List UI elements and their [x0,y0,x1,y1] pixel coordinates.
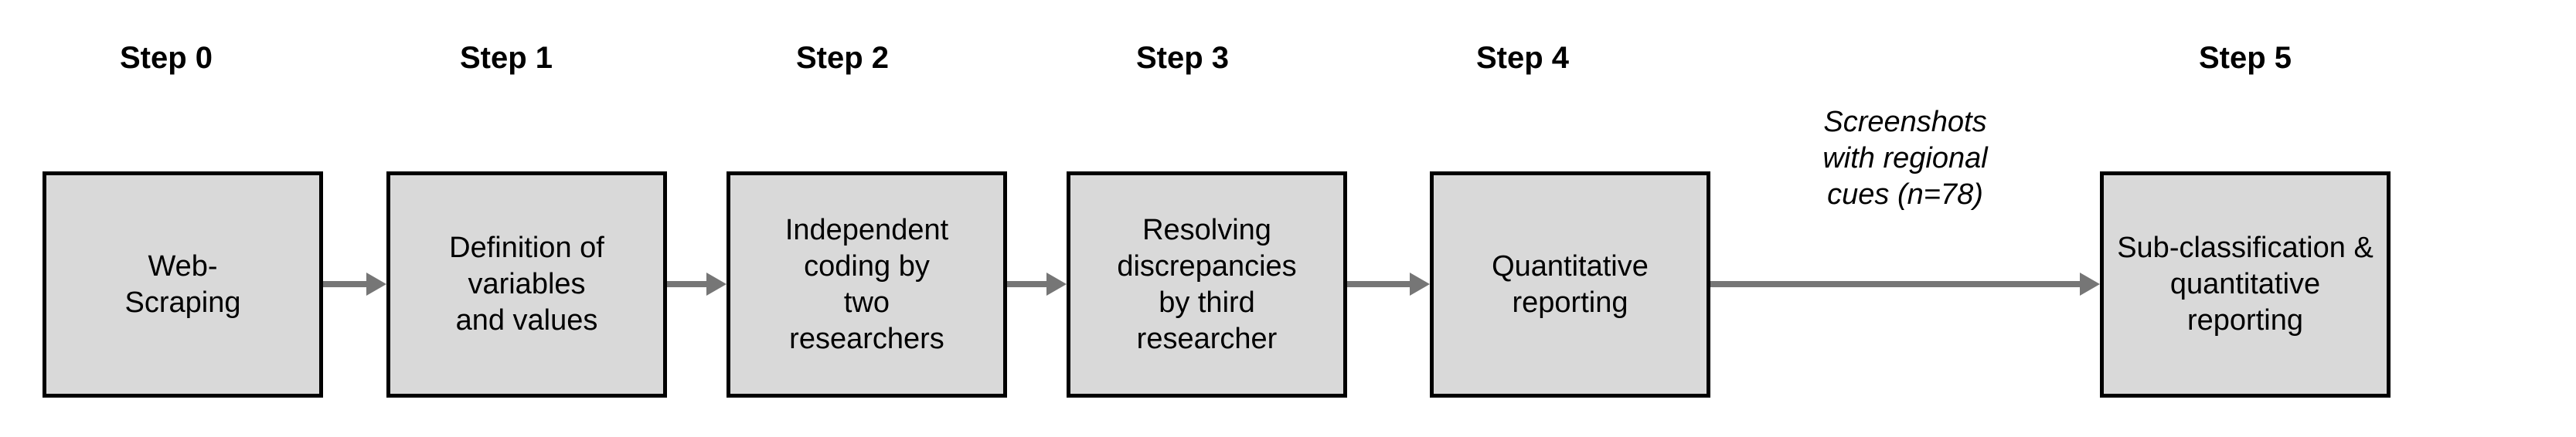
step-label-2: Step 2 [795,41,890,75]
process-box-label: Sub-classification & quantitative report… [2117,232,2374,337]
step-label-3: Step 3 [1135,41,1230,75]
arrow-step3-to-step4 [1347,273,1430,296]
process-box-label: Independent coding by two researchers [784,213,949,355]
step-label-1: Step 1 [459,41,553,75]
arrow-shaft [667,281,706,287]
process-box-sub-classification[interactable]: Sub-classification & quantitative report… [2100,171,2391,398]
arrow-head-icon [706,273,727,296]
process-box-quantitative-reporting[interactable]: Quantitative reporting [1430,171,1710,398]
arrow-step4-to-step5 [1710,273,2100,296]
process-box-resolving-discrepancies[interactable]: Resolving discrepancies by third researc… [1067,171,1347,398]
arrow-shaft [1347,281,1410,287]
process-box-definition-of-variables[interactable]: Definition of variables and values [386,171,667,398]
step-label-0: Step 0 [119,41,213,75]
arrow-head-icon [1410,273,1430,296]
process-box-web-scraping[interactable]: Web- Scraping [43,171,323,398]
process-box-label: Quantitative reporting [1492,249,1649,319]
process-box-label: Definition of variables and values [449,232,604,337]
arrow-head-icon [366,273,386,296]
step-label-5: Step 5 [2198,41,2292,75]
process-box-independent-coding[interactable]: Independent coding by two researchers [727,171,1007,398]
arrow-step2-to-step3 [1007,273,1067,296]
process-box-label: Web- Scraping [124,249,241,319]
arrow-shaft [1007,281,1046,287]
arrow-shaft [1710,281,2080,287]
arrow-step1-to-step2 [667,273,727,296]
arrow-step0-to-step1 [323,273,386,296]
arrow-shaft [323,281,366,287]
step-label-4: Step 4 [1475,41,1570,75]
arrow-head-icon [2080,273,2100,296]
arrow-head-icon [1046,273,1067,296]
flow-annotation-screenshots-with-regional-cues: Screenshots with regional cues (n=78) [1822,106,1988,211]
process-box-label: Resolving discrepancies by third researc… [1117,213,1297,355]
